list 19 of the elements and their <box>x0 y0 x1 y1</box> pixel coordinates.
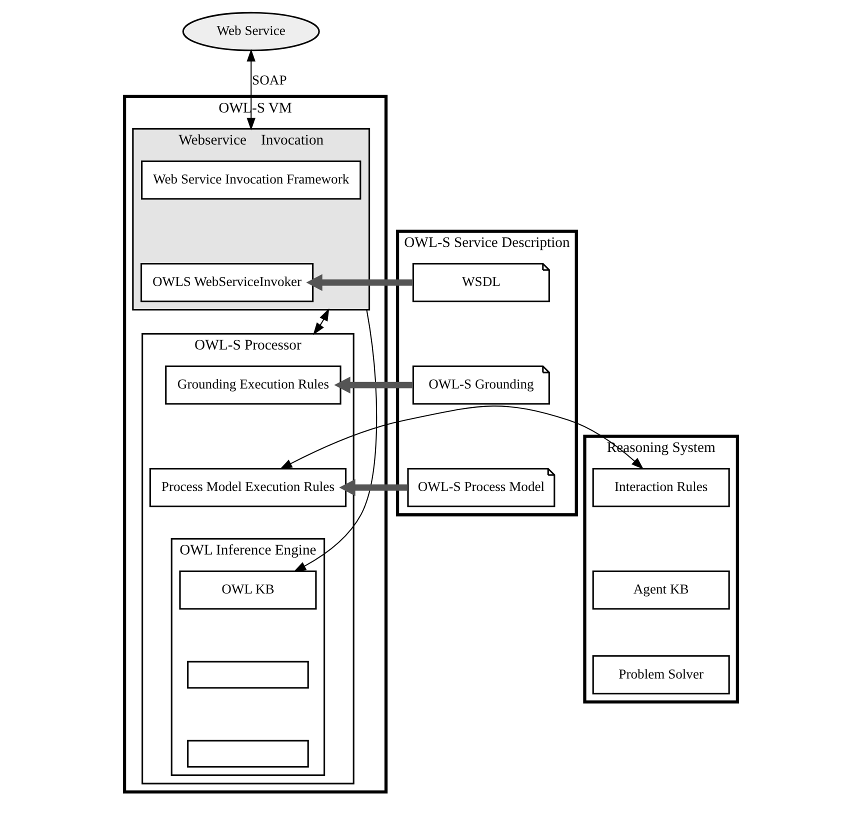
arrow <box>279 406 644 470</box>
node-box: Process Model Execution Rules <box>148 468 346 508</box>
edge-label: SOAP <box>252 72 286 88</box>
node-ellipse: Web Service <box>182 12 320 52</box>
node-box: OWLS WebServiceInvoker <box>140 262 314 302</box>
arrow <box>334 376 412 394</box>
arrow <box>293 310 377 572</box>
node-box <box>186 740 308 768</box>
node-box <box>186 660 308 689</box>
node-box: Web Service Invocation Framework <box>140 160 361 200</box>
node-box: Problem Solver <box>592 655 730 694</box>
node-box: OWL KB <box>178 570 316 610</box>
arrow <box>312 308 329 336</box>
node-box: Interaction Rules <box>592 468 730 508</box>
arrow <box>306 274 413 292</box>
node-box: Agent KB <box>592 570 730 610</box>
arrow <box>338 479 408 496</box>
node-box: Grounding Execution Rules <box>164 365 341 405</box>
arrow <box>246 48 255 130</box>
